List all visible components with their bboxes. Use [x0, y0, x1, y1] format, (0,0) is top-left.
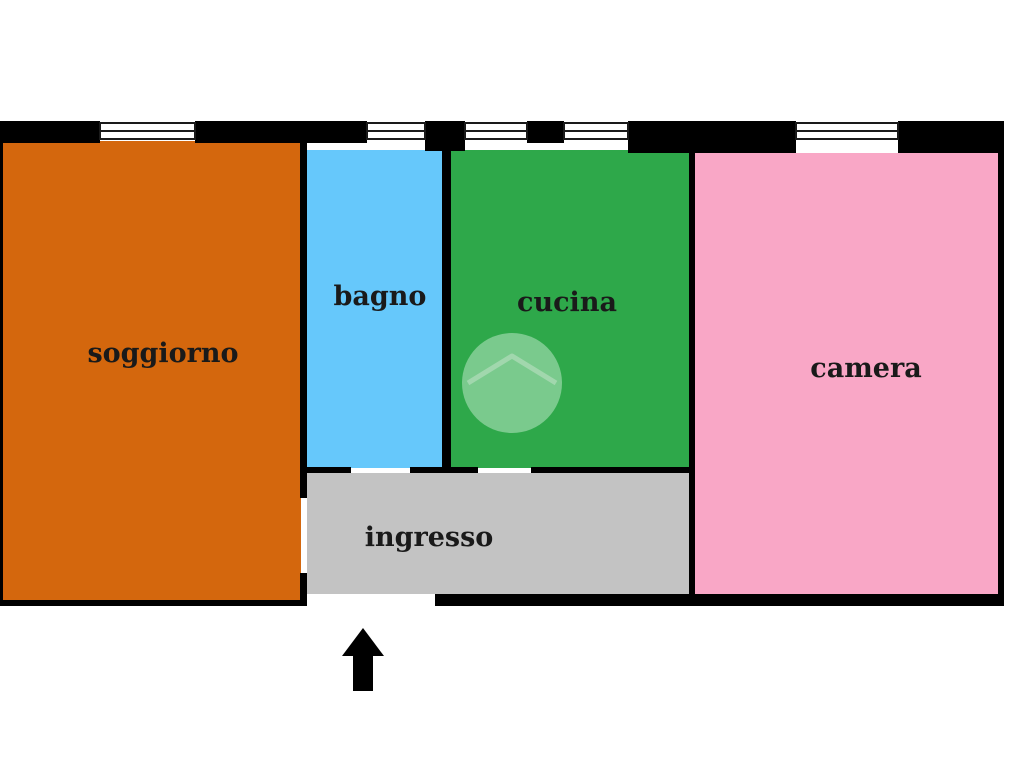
top-wall-2 — [195, 121, 367, 143]
house-watermark-icon — [462, 333, 562, 433]
bottom-wall-left — [0, 600, 304, 606]
room-bagno — [307, 150, 442, 468]
wall-soggiorno-bagno — [300, 143, 307, 498]
window-soggiorno — [99, 122, 196, 140]
entrance-arrow-icon — [342, 628, 384, 691]
label-bagno: bagno — [334, 281, 427, 312]
room-ingresso — [307, 473, 690, 594]
ingresso-top-wall-2 — [410, 467, 478, 473]
top-wall-1 — [0, 121, 100, 143]
window-cucina-2 — [563, 122, 629, 140]
window-cucina-1 — [464, 122, 528, 140]
wall-cucina-camera — [689, 153, 695, 594]
label-ingresso: ingresso — [365, 522, 494, 553]
top-wall-6 — [898, 121, 1004, 153]
label-cucina: cucina — [517, 287, 617, 318]
windows — [99, 122, 899, 140]
right-wall — [998, 121, 1004, 606]
ingresso-top-wall-1 — [307, 467, 351, 473]
left-wall — [0, 141, 3, 606]
label-soggiorno: soggiorno — [87, 338, 238, 369]
bottom-wall-right — [435, 594, 1004, 606]
wall-bagno-cucina — [442, 143, 451, 470]
window-bagno — [366, 122, 426, 140]
ingresso-top-wall-3 — [531, 467, 691, 473]
wall-soggiorno-ingresso — [300, 573, 307, 606]
room-soggiorno — [0, 141, 301, 604]
top-wall-5 — [628, 121, 796, 153]
label-camera: camera — [810, 353, 921, 384]
walls — [0, 121, 1004, 606]
room-camera — [695, 153, 999, 594]
top-wall-4 — [527, 121, 564, 143]
window-camera — [795, 122, 899, 140]
